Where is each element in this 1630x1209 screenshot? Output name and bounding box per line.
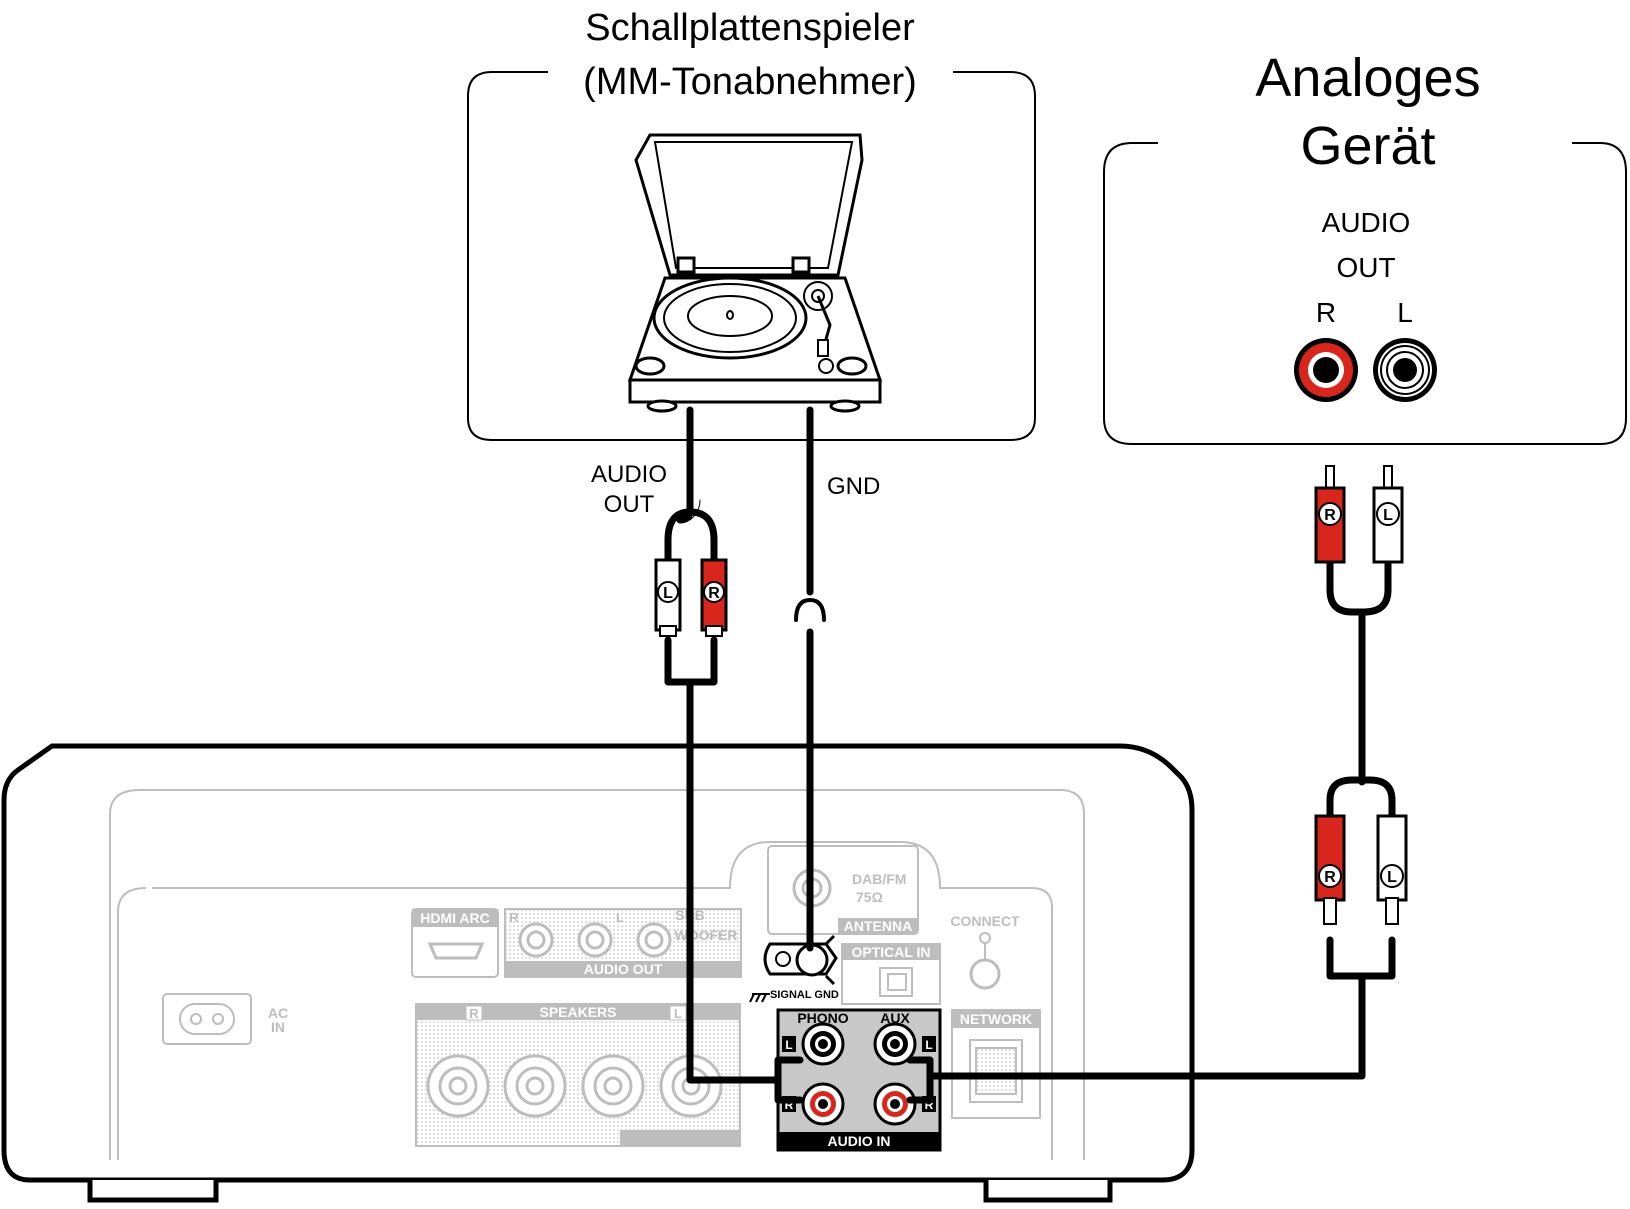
aux-label: AUX	[880, 1010, 910, 1026]
analog-audio-cable	[906, 556, 1396, 1104]
analog-device-jack-l-label: L	[1397, 297, 1413, 328]
connect-button-icon	[969, 932, 1001, 990]
dab-fm-label-line1: DAB/FM	[852, 871, 906, 887]
jack-l-badge-2: L	[925, 1038, 932, 1052]
network-port	[951, 1009, 1041, 1119]
optical-in-port	[841, 943, 941, 1005]
phono-l-jack	[801, 1022, 845, 1066]
antenna-label: ANTENNA	[844, 918, 912, 934]
aux-l-jack	[873, 1022, 917, 1066]
cables	[664, 406, 1396, 1104]
analog-device-jack-r-label: R	[1316, 297, 1336, 328]
analog-device-title-line1: Analoges	[1255, 48, 1480, 108]
turntable-gnd-label: GND	[827, 473, 880, 500]
analog-device-group: Analoges Gerät AUDIO OUT R L	[1103, 48, 1627, 445]
analog-device-title-line2: Gerät	[1300, 116, 1435, 176]
analog-device-frame	[1103, 142, 1627, 445]
connect-label: CONNECT	[950, 913, 1020, 929]
speakers-r-label: R	[469, 1006, 479, 1021]
jack-r-badge-2: R	[925, 1098, 934, 1112]
receiver-group: AC IN HDMI ARC R L SUB WOOFER AUDIO OUT	[1, 743, 1195, 1203]
speakers-label: SPEAKERS	[539, 1004, 616, 1020]
audio-in-panel	[776, 1008, 942, 1152]
analog-bottom-plug-l-label: L	[1387, 869, 1397, 886]
phono-label: PHONO	[797, 1010, 848, 1026]
turntable-title-line2: (MM-Tonabnehmer)	[583, 61, 917, 103]
analog-top-plug-r	[1314, 465, 1346, 564]
analog-device-audio-out-line2: OUT	[1336, 252, 1395, 283]
gnd-wire	[794, 406, 826, 952]
turntable-frame	[467, 71, 1036, 441]
turntable-audio-out-line2: OUT	[604, 491, 655, 518]
turntable-icon	[627, 133, 883, 413]
hdmi-arc-label: HDMI ARC	[420, 910, 489, 926]
turntable-group: Schallplattenspieler (MM-Tonabnehmer)	[467, 7, 1036, 518]
phono-r-jack	[801, 1082, 845, 1126]
analog-bottom-plug-l	[1376, 814, 1408, 925]
turntable-audio-out-line1: AUDIO	[591, 461, 667, 488]
analog-bottom-plug-r	[1314, 814, 1346, 925]
ac-in-label-line1: AC	[268, 1005, 288, 1021]
audio-out-panel	[504, 908, 742, 978]
analog-jack-l	[1373, 338, 1437, 402]
ac-in-label-line2: IN	[271, 1019, 285, 1035]
network-label: NETWORK	[960, 1011, 1032, 1027]
analog-device-audio-out-line1: AUDIO	[1322, 207, 1411, 238]
jack-r-badge-1: R	[785, 1098, 794, 1112]
analog-top-plug-r-label: R	[1324, 507, 1336, 524]
turntable-plug-r	[700, 558, 728, 637]
optical-in-label: OPTICAL IN	[851, 944, 930, 960]
audio-in-label: AUDIO IN	[828, 1133, 891, 1149]
analog-bottom-plug-r-label: R	[1324, 869, 1336, 886]
speakers-panel	[415, 1003, 741, 1147]
audio-out-label: AUDIO OUT	[584, 961, 663, 977]
turntable-audio-cable	[664, 406, 804, 1104]
signal-gnd-label: SIGNAL GND	[770, 989, 839, 1001]
audio-out-r-label: R	[509, 910, 519, 925]
audio-out-l-label: L	[616, 910, 624, 925]
turntable-plug-l	[654, 558, 682, 637]
turntable-plug-r-label: R	[708, 585, 720, 602]
turntable-plug-l-label: L	[663, 585, 673, 602]
receiver-panel-outline	[109, 789, 1085, 1160]
analog-jack-r	[1294, 338, 1358, 402]
turntable-title-line1: Schallplattenspieler	[585, 7, 915, 49]
signal-gnd-terminal	[749, 934, 838, 1003]
aux-r-jack	[873, 1082, 917, 1126]
analog-top-plug-l	[1372, 465, 1404, 564]
analog-top-plug-l-label: L	[1383, 507, 1393, 524]
subwoofer-label-line2: WOOFER	[675, 927, 738, 943]
ac-inlet	[162, 993, 252, 1045]
dab-fm-label-line2: 75Ω	[856, 889, 883, 905]
speakers-l-label: L	[674, 1006, 682, 1021]
jack-l-badge-1: L	[785, 1038, 792, 1052]
